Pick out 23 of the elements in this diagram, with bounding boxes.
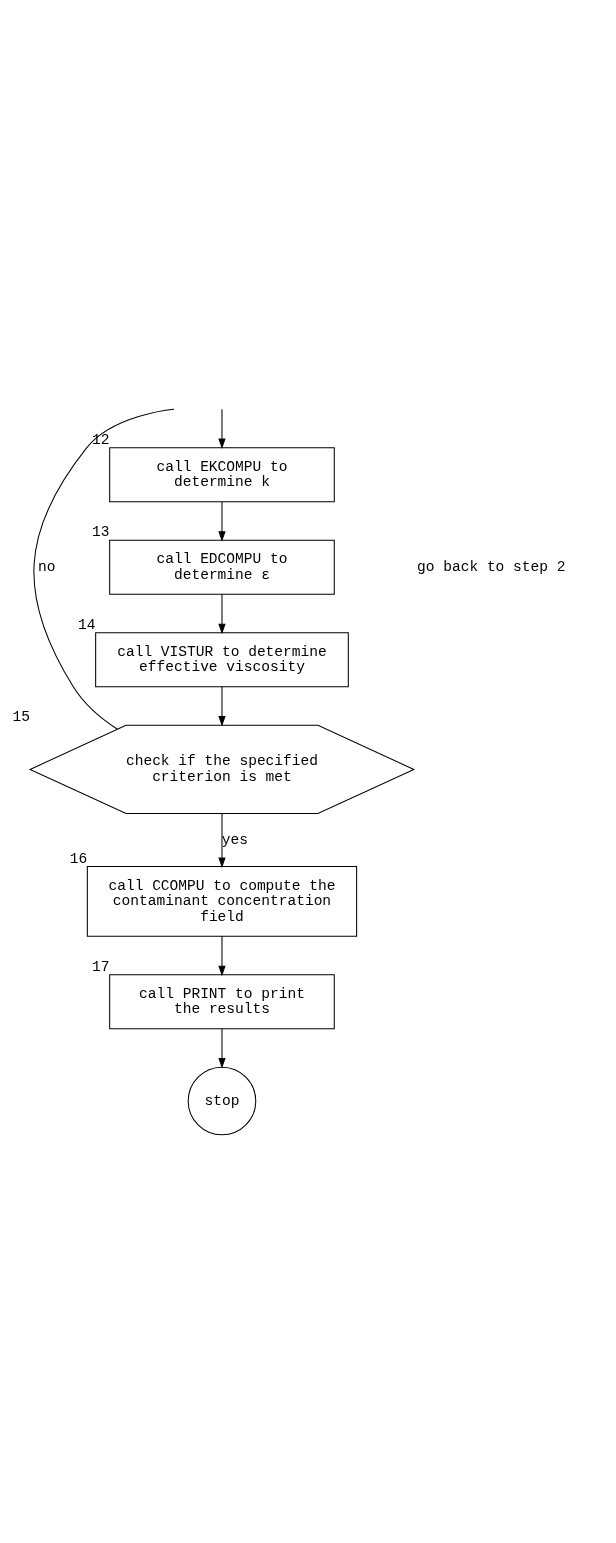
edge-label: yes	[221, 831, 249, 848]
node-label: 16	[69, 850, 88, 867]
node-label: 17	[92, 958, 110, 975]
arrow	[218, 408, 226, 449]
node-label: 14	[78, 616, 96, 633]
node-label: 12	[92, 431, 110, 448]
label: go back to step 2	[417, 559, 566, 576]
edge-label: no	[38, 559, 56, 576]
arrow	[218, 935, 226, 977]
node-box: call VISTUR to determine effective viscosity	[95, 632, 349, 688]
node-box: call CCOMPU to compute the contaminant concentration field	[86, 866, 358, 937]
arrow	[218, 501, 226, 542]
node-circle: stop	[187, 1066, 257, 1136]
node-label: 15	[12, 709, 31, 726]
node-label: 13	[92, 524, 110, 541]
node-box: call EKCOMPU to determine k	[109, 447, 335, 503]
connector	[33, 408, 175, 730]
arrow	[218, 593, 226, 635]
node-box: call PRINT to print the results	[109, 974, 335, 1030]
arrow	[218, 686, 226, 727]
arrow	[218, 1028, 226, 1069]
node-box: call EDCOMPU to determine ε	[109, 539, 335, 595]
arrow	[218, 813, 226, 868]
